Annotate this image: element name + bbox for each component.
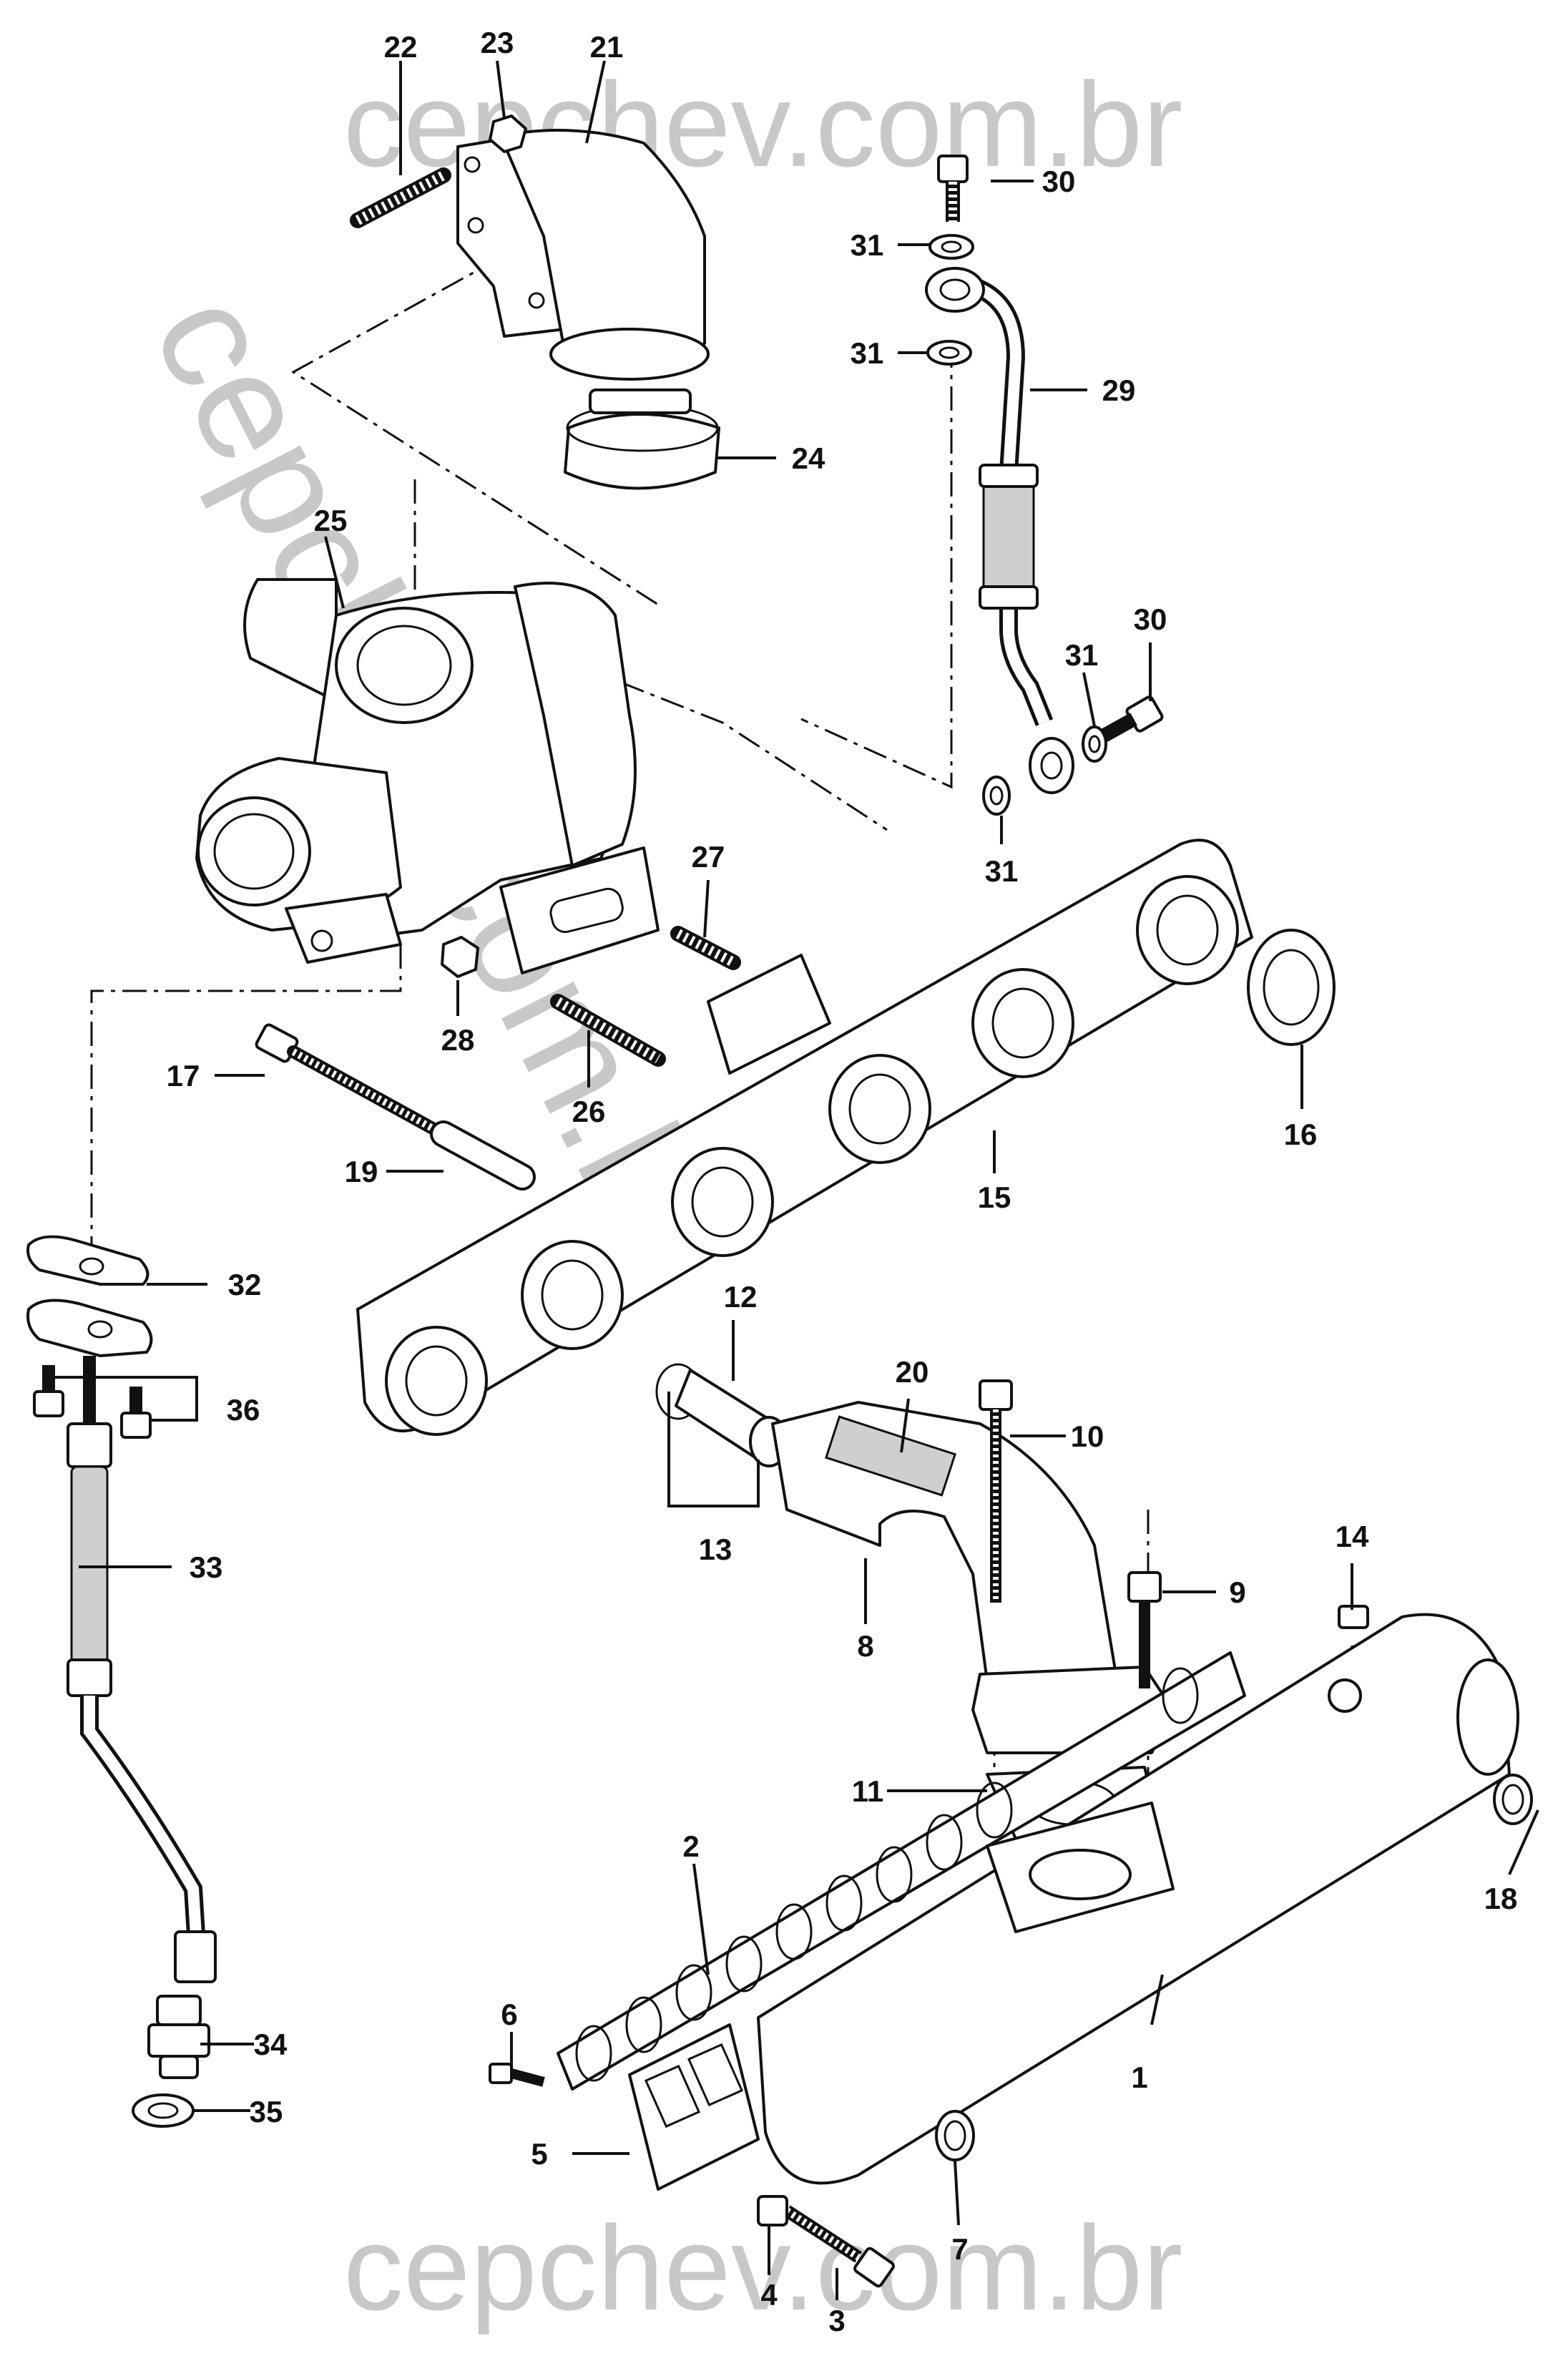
oil-drain-hose [67, 1356, 217, 1983]
sleeve-19 [430, 1120, 536, 1191]
callout-12: 12 [724, 1280, 758, 1314]
washer-31-mid [926, 340, 972, 366]
callout-13: 13 [699, 1533, 732, 1566]
nut-23 [489, 114, 527, 153]
turbo-flange [499, 846, 660, 974]
callout-19: 19 [345, 1155, 378, 1188]
ring-7 [935, 2110, 975, 2161]
oil-feed-pipe [925, 267, 1074, 794]
callout-21: 21 [590, 30, 624, 64]
gasket-16 [1247, 929, 1336, 1046]
washer-35 [132, 2093, 195, 2128]
callout-28: 28 [441, 1023, 475, 1057]
callout-18: 18 [1484, 1882, 1518, 1915]
drain-gasket-32 [26, 1235, 150, 1286]
adapter-34 [147, 1995, 210, 2079]
callout-31-bottom: 31 [985, 854, 1019, 888]
nut-28 [441, 936, 479, 978]
plug-4 [757, 2195, 788, 2226]
stud-27 [670, 926, 741, 970]
callout-23: 23 [481, 26, 514, 59]
stud-26 [550, 994, 666, 1067]
bolt-17 [255, 1023, 443, 1137]
callout-31-mid: 31 [851, 336, 884, 370]
callout-4: 4 [760, 2278, 778, 2312]
turbo-outlet-elbow [456, 129, 710, 381]
callout-26: 26 [572, 1095, 606, 1128]
clamp-ring [564, 388, 720, 490]
callout-31-top: 31 [851, 228, 884, 262]
connector-pipe-12 [655, 1363, 789, 1467]
callout-10: 10 [1071, 1419, 1104, 1453]
callout-30-top: 30 [1042, 165, 1076, 198]
drain-flange [26, 1299, 153, 1357]
callout-22: 22 [384, 30, 418, 64]
banjo-bolt-30-right [1098, 695, 1164, 743]
intake-gasket-2 [557, 1651, 1246, 2091]
callout-32: 32 [228, 1268, 262, 1301]
callout-36: 36 [227, 1393, 260, 1427]
washer-31-bottom [982, 776, 1011, 816]
callout-30-right: 30 [1134, 602, 1167, 636]
callout-29: 29 [1102, 373, 1136, 407]
callout-17: 17 [167, 1059, 200, 1092]
intake-connector-8 [771, 1401, 1175, 1754]
flange-5 [628, 2023, 760, 2191]
ring-18 [1493, 1774, 1533, 1825]
washer-31-right [1082, 725, 1107, 763]
bolt-36-right [120, 1387, 152, 1439]
callout-8: 8 [857, 1629, 873, 1663]
stud-22 [350, 167, 451, 228]
callout-labels: 1 2 3 4 5 6 7 8 9 10 11 12 13 14 15 16 1… [167, 26, 1518, 2337]
callout-6: 6 [501, 1998, 517, 2031]
callout-15: 15 [978, 1180, 1011, 1214]
callout-25: 25 [314, 504, 348, 537]
callout-20: 20 [896, 1355, 929, 1389]
callout-16: 16 [1284, 1118, 1318, 1151]
callout-7: 7 [951, 2232, 968, 2266]
callout-31-right: 31 [1065, 638, 1099, 672]
callout-35: 35 [250, 2095, 283, 2128]
bolt-10 [979, 1379, 1013, 1603]
callout-2: 2 [682, 1829, 699, 1863]
intake-manifold [757, 1613, 1519, 2185]
callout-33: 33 [190, 1550, 223, 1584]
callout-11: 11 [852, 1774, 883, 1808]
callout-5: 5 [531, 2137, 547, 2171]
bolt-36-left [33, 1365, 64, 1417]
callout-3: 3 [828, 2304, 845, 2337]
callout-34: 34 [254, 2028, 288, 2061]
turbocharger [195, 578, 637, 964]
callout-9: 9 [1229, 1575, 1245, 1609]
callout-27: 27 [692, 840, 725, 874]
callout-1: 1 [1131, 2061, 1147, 2094]
bolt-3 [783, 2205, 895, 2288]
leader-lines [47, 60, 1539, 2300]
callout-24: 24 [792, 441, 825, 475]
callout-14: 14 [1336, 1520, 1369, 1553]
screw-6 [489, 2063, 545, 2087]
bolt-9 [1127, 1571, 1162, 1688]
exhaust-manifold [356, 839, 1253, 1436]
washer-31-top [928, 234, 974, 260]
banjo-bolt-30-top [937, 155, 969, 222]
